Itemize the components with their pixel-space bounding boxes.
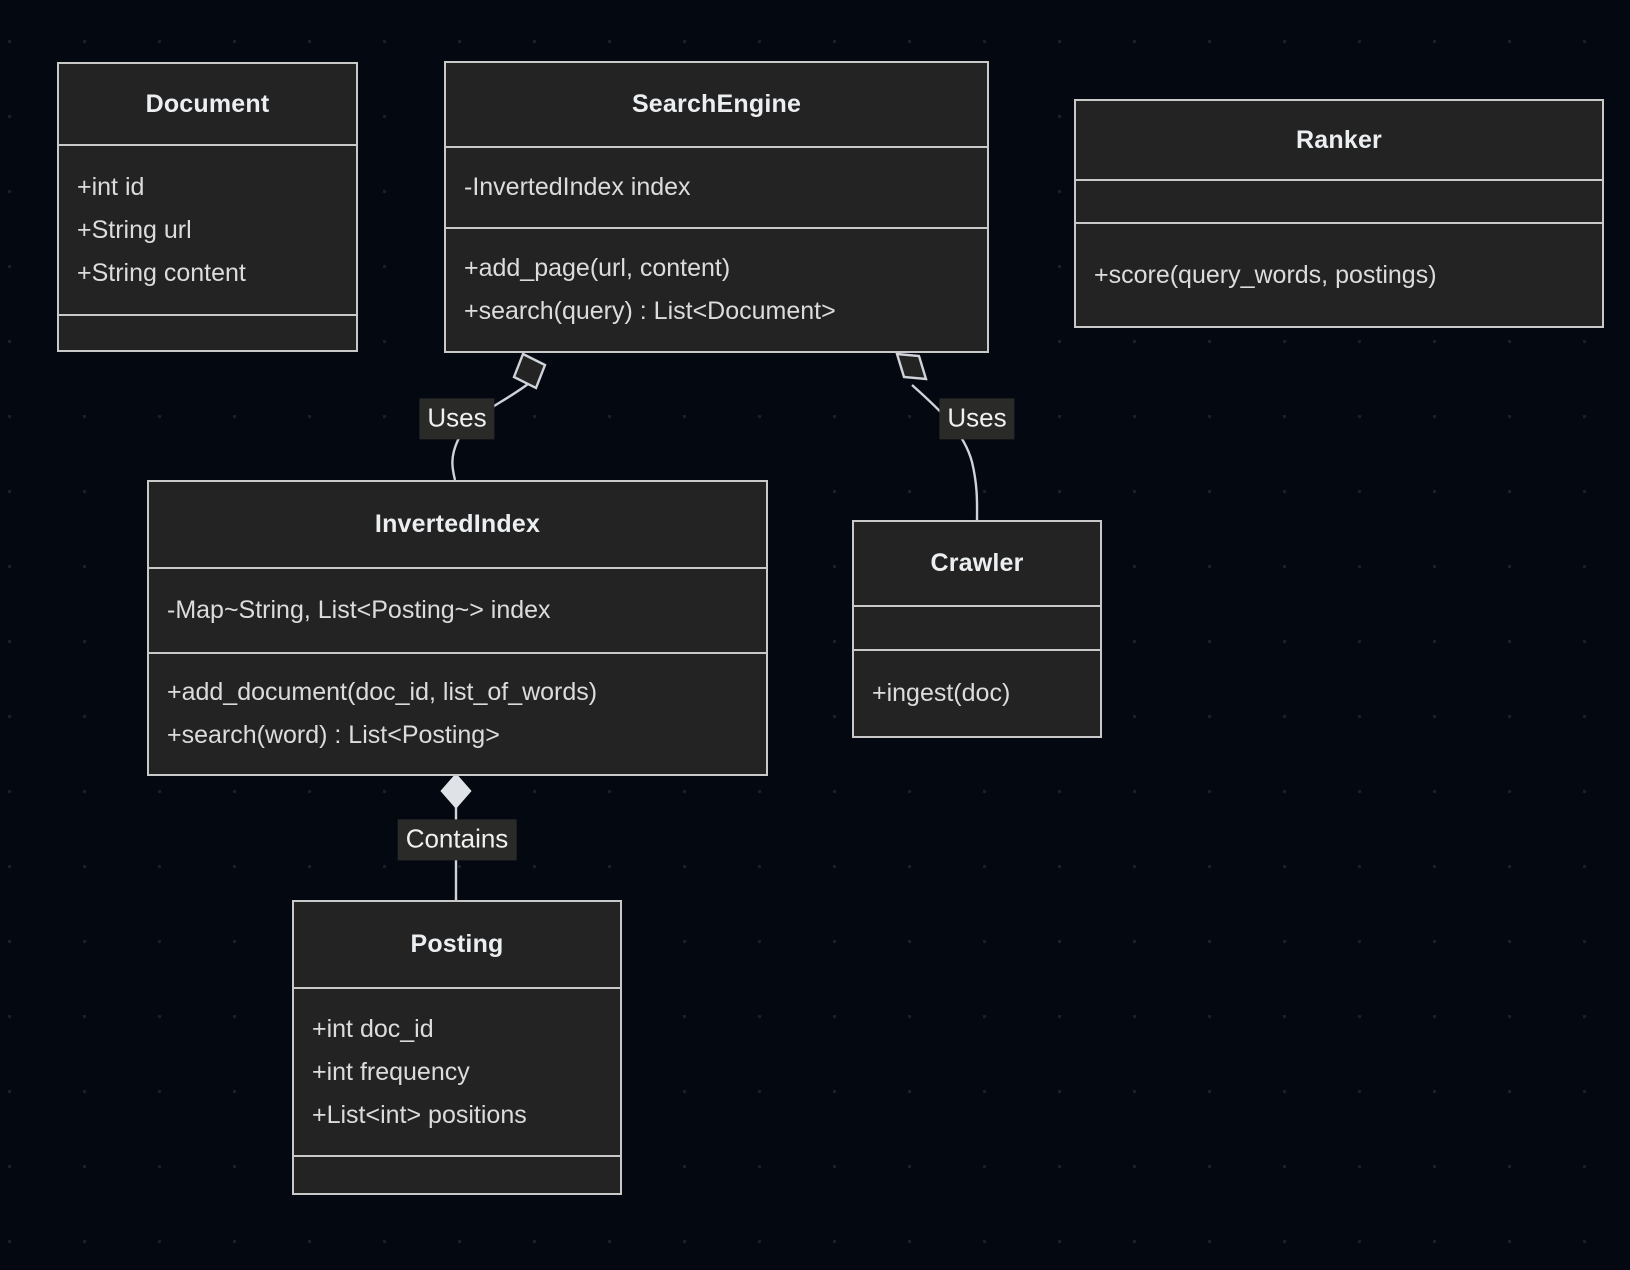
class-box-searchengine[interactable]: SearchEngine -InvertedIndex index +add_p… bbox=[444, 61, 989, 353]
class-box-ranker[interactable]: Ranker +score(query_words, postings) bbox=[1074, 99, 1604, 328]
class-methods-compartment-invertedindex: +add_document(doc_id, list_of_words) +se… bbox=[149, 652, 766, 774]
class-attributes-compartment-crawler bbox=[854, 605, 1100, 649]
class-title-compartment-crawler: Crawler bbox=[854, 522, 1100, 605]
class-attributes-compartment-searchengine: -InvertedIndex index bbox=[446, 146, 987, 227]
edge-label-uses-invertedindex: Uses bbox=[419, 398, 495, 440]
class-title-compartment-invertedindex: InvertedIndex bbox=[149, 482, 766, 567]
class-name-crawler: Crawler bbox=[930, 549, 1024, 577]
class-attributes-compartment-posting: +int doc_id +int frequency +List<int> po… bbox=[294, 987, 620, 1155]
class-attribute: -Map~String, List<Posting~> index bbox=[167, 596, 551, 624]
class-method: +add_document(doc_id, list_of_words) bbox=[167, 678, 598, 706]
class-name-searchengine: SearchEngine bbox=[631, 90, 802, 118]
class-title-compartment-searchengine: SearchEngine bbox=[446, 63, 987, 146]
class-box-crawler[interactable]: Crawler +ingest(doc) bbox=[852, 520, 1102, 738]
class-method: +search(query) : List<Document> bbox=[464, 297, 836, 325]
class-attributes-compartment-ranker bbox=[1076, 179, 1602, 222]
class-attribute: +String content bbox=[77, 258, 246, 287]
class-box-invertedindex[interactable]: InvertedIndex -Map~String, List<Posting~… bbox=[147, 480, 768, 776]
class-name-document: Document bbox=[145, 89, 270, 118]
class-name-posting: Posting bbox=[410, 930, 504, 958]
class-methods-compartment-posting bbox=[294, 1155, 620, 1193]
class-name-invertedindex: InvertedIndex bbox=[374, 510, 541, 538]
class-method: +add_page(url, content) bbox=[464, 254, 731, 282]
class-attribute: +int doc_id bbox=[312, 1014, 434, 1043]
class-method: +score(query_words, postings) bbox=[1094, 260, 1437, 289]
class-methods-compartment-searchengine: +add_page(url, content) +search(query) :… bbox=[446, 227, 987, 351]
aggregation-diamond-crawler bbox=[895, 352, 928, 381]
class-attribute: +String url bbox=[77, 215, 192, 244]
class-attributes-compartment-invertedindex: -Map~String, List<Posting~> index bbox=[149, 567, 766, 652]
edge-label-uses-crawler: Uses bbox=[939, 398, 1015, 440]
class-method: +ingest(doc) bbox=[872, 679, 1011, 707]
class-attribute: +int frequency bbox=[312, 1057, 470, 1086]
class-method: +search(word) : List<Posting> bbox=[167, 721, 500, 749]
aggregation-diamond-invertedindex bbox=[512, 352, 547, 390]
class-title-compartment-posting: Posting bbox=[294, 902, 620, 987]
class-methods-compartment-document bbox=[59, 314, 356, 350]
class-box-posting[interactable]: Posting +int doc_id +int frequency +List… bbox=[292, 900, 622, 1195]
class-methods-compartment-ranker: +score(query_words, postings) bbox=[1076, 222, 1602, 326]
class-name-ranker: Ranker bbox=[1296, 125, 1382, 154]
class-attribute: -InvertedIndex index bbox=[464, 173, 691, 201]
class-attributes-compartment-document: +int id +String url +String content bbox=[59, 144, 356, 314]
class-methods-compartment-crawler: +ingest(doc) bbox=[854, 649, 1100, 736]
class-attribute: +int id bbox=[77, 172, 145, 201]
class-title-compartment-document: Document bbox=[59, 64, 356, 144]
class-title-compartment-ranker: Ranker bbox=[1076, 101, 1602, 179]
edge-label-contains-posting: Contains bbox=[397, 819, 517, 861]
composition-diamond-invertedindex bbox=[440, 773, 472, 809]
class-box-document[interactable]: Document +int id +String url +String con… bbox=[57, 62, 358, 352]
class-attribute: +List<int> positions bbox=[312, 1100, 527, 1129]
